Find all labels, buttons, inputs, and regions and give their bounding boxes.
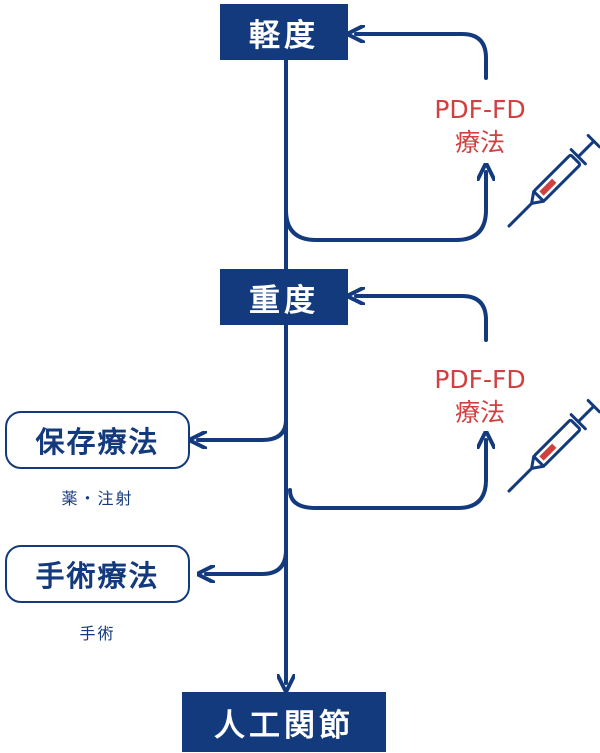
mild-return-arrow (356, 34, 488, 80)
pdf-fd-therapy-lower: PDF-FD 療法 (405, 363, 555, 429)
surgical-therapy-box: 手術療法 (5, 545, 190, 603)
stage-severe-box: 重度 (220, 269, 348, 325)
syringe-icon (507, 399, 600, 493)
therapy-label: 療法 (454, 128, 505, 157)
severe-return-arrow (356, 296, 488, 342)
mild-loop-arrow-up (284, 172, 486, 242)
conservative-therapy-box: 保存療法 (5, 411, 190, 469)
pdf-fd-label: PDF-FD (434, 95, 526, 124)
syringe-icon (507, 134, 600, 228)
severe-loop-arrow-up (288, 440, 486, 510)
artificial-joint-box: 人工関節 (182, 692, 386, 752)
surgical-therapy-sub: 手術 (79, 624, 116, 643)
pdf-fd-therapy-upper: PDF-FD 療法 (405, 93, 555, 159)
therapy-label: 療法 (454, 398, 505, 427)
conservative-therapy-sub: 薬・注射 (61, 489, 134, 508)
conservative-branch-arrow (198, 418, 288, 440)
surgical-branch-arrow (206, 548, 288, 574)
pdf-fd-label: PDF-FD (434, 365, 526, 394)
stage-mild-box: 軽度 (220, 4, 348, 60)
